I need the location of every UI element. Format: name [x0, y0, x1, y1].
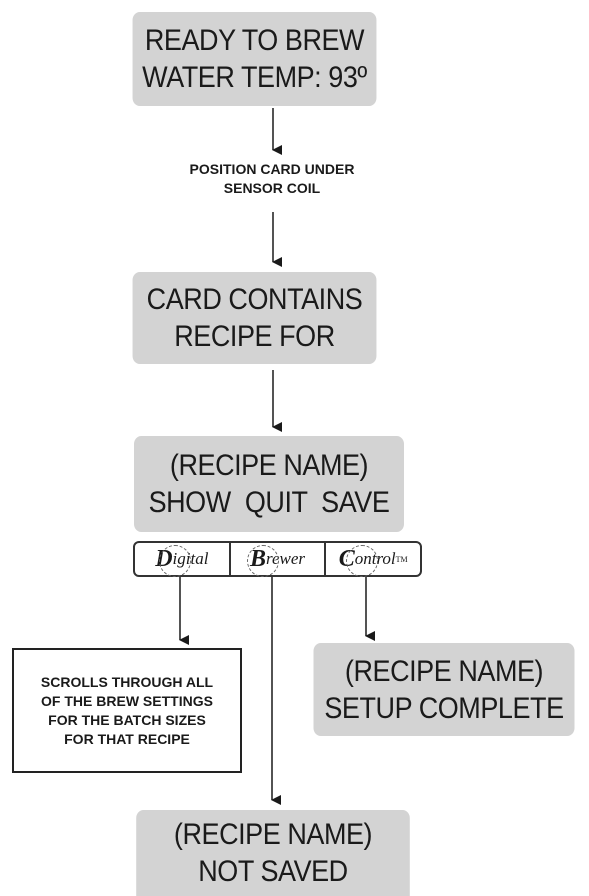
- note-position-card: POSITION CARD UNDER SENSOR COIL: [148, 160, 396, 198]
- screen-line: RECIPE FOR: [174, 320, 335, 353]
- button-circle-marker: [159, 545, 191, 577]
- note-line: FOR THE BATCH SIZES: [48, 711, 206, 728]
- screen-line: NOT SAVED: [198, 855, 348, 888]
- note-line: FOR THAT RECIPE: [64, 730, 190, 747]
- trademark-mark: TM: [395, 554, 408, 564]
- screen-line: SHOW QUIT SAVE: [148, 486, 390, 519]
- screen-line: (RECIPE NAME): [173, 818, 373, 851]
- button-circle-marker: [346, 545, 379, 577]
- note-scrolls-settings: SCROLLS THROUGH ALL OF THE BREW SETTINGS…: [12, 648, 242, 773]
- screen-recipe-menu: (RECIPE NAME) SHOW QUIT SAVE: [134, 436, 404, 532]
- screen-line: SETUP COMPLETE: [324, 691, 564, 725]
- screen-card-contains: CARD CONTAINS RECIPE FOR: [132, 272, 377, 364]
- screen-line: READY TO BREW: [144, 24, 365, 57]
- screen-ready-to-brew: READY TO BREW WATER TEMP: 93º: [132, 12, 377, 106]
- screen-line: (RECIPE NAME): [169, 449, 369, 482]
- screen-line: WATER TEMP: 93º: [142, 61, 367, 94]
- button-circle-marker: [246, 545, 279, 577]
- note-line: SCROLLS THROUGH ALL: [40, 673, 214, 690]
- note-line: POSITION CARD UNDER: [189, 161, 355, 177]
- screen-setup-complete: (RECIPE NAME) SETUP COMPLETE: [313, 643, 575, 736]
- note-line: OF THE BREW SETTINGS: [41, 692, 213, 709]
- note-line: SENSOR COIL: [223, 180, 321, 196]
- screen-not-saved: (RECIPE NAME) NOT SAVED: [136, 810, 410, 896]
- screen-line: CARD CONTAINS: [146, 283, 363, 316]
- screen-line: (RECIPE NAME): [344, 654, 544, 688]
